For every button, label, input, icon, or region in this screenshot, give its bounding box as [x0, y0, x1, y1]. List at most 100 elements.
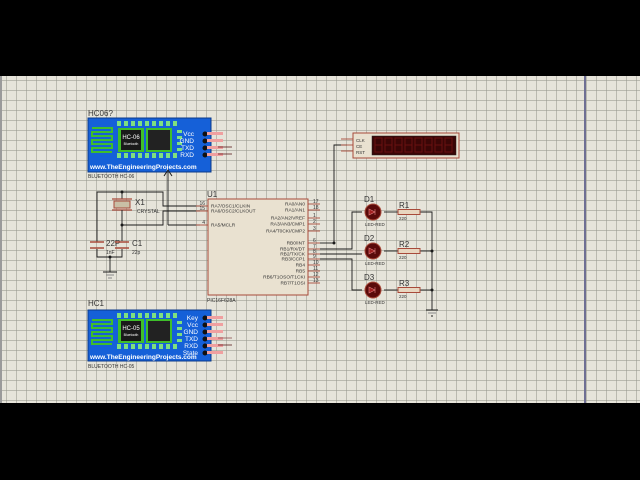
pin-number: 15	[199, 206, 205, 212]
pin-number: 1	[313, 213, 316, 219]
svg-text:TXD: TXD	[181, 145, 194, 152]
svg-text:State: State	[183, 350, 199, 357]
bt-module-hc06[interactable]: HC06? HC-06 Bluetooth Vcc GND TXD RXD ww…	[87, 109, 232, 180]
resistor-ref: R1	[399, 201, 410, 210]
pin-name: RB4	[296, 263, 306, 269]
svg-text:22P: 22P	[106, 239, 120, 248]
pin-number: 8	[313, 249, 316, 255]
display-digits	[374, 137, 453, 153]
diode-icon	[368, 286, 376, 294]
pin-name: RA6/OSC2/CLKOUT	[211, 209, 256, 215]
pin-number: 2	[313, 219, 316, 225]
pin-name: RB3/CCP1	[282, 257, 306, 263]
pin-name: RA7/OSC1/CLKIN	[211, 204, 251, 210]
svg-text:22p: 22p	[132, 250, 141, 256]
svg-text:Vcc: Vcc	[187, 322, 199, 329]
bt-bottom-ref: HC1	[88, 299, 105, 308]
resistor-ref: R3	[399, 279, 410, 288]
capacitor-22p[interactable]: 22P 1nF	[90, 239, 120, 256]
svg-text:RXD: RXD	[180, 152, 194, 159]
svg-text:PIC16F628A: PIC16F628A	[207, 298, 236, 304]
pin-name: RA4/T0CKI/CMP2	[266, 229, 305, 235]
ground-icon	[426, 309, 438, 317]
pin-number: 13	[313, 278, 319, 284]
canvas-left-border	[0, 76, 2, 403]
svg-text:U1: U1	[207, 190, 218, 199]
capacitor-c1[interactable]: C1 22p	[115, 239, 143, 256]
pin-number: 4	[202, 220, 205, 226]
arrow-up-icon	[163, 169, 173, 177]
chip-flash	[148, 130, 170, 150]
crystal-x1[interactable]: X1 CRYSTAL	[112, 198, 160, 215]
chip-hc05	[121, 321, 141, 341]
diode-icon	[368, 247, 376, 255]
pin-name: RA3/AN3/CMP1	[270, 222, 305, 228]
svg-text:TXD: TXD	[185, 336, 198, 343]
pin-number: 11	[313, 266, 318, 272]
svg-text:BLUETOOTH HC-06: BLUETOOTH HC-06	[88, 174, 135, 180]
resistor-value: 220	[399, 255, 407, 260]
svg-text:Bluetooth: Bluetooth	[124, 142, 139, 146]
pin-number: 16	[199, 201, 205, 207]
svg-text:www.TheEngineeringProjects.com: www.TheEngineeringProjects.com	[89, 354, 197, 361]
svg-text:C1: C1	[132, 239, 143, 248]
svg-text:RST: RST	[356, 150, 365, 155]
svg-text:www.TheEngineeringProjects.com: www.TheEngineeringProjects.com	[89, 164, 197, 171]
svg-text:BLUETOOTH HC-05: BLUETOOTH HC-05	[88, 364, 135, 370]
sheet-border-line	[584, 76, 586, 403]
pin-name: RA0/AN0	[285, 202, 305, 208]
pin-number: 12	[313, 272, 319, 278]
led-group: D1LED-REDR1220D2LED-REDR2220D3LED-REDR32…	[364, 195, 421, 305]
bt-module-hc05[interactable]: HC1 HC-05 Bluetooth Key Vcc GND TXD RXD …	[87, 299, 232, 370]
diode-icon	[368, 208, 376, 216]
svg-text:GND: GND	[184, 329, 199, 336]
antenna-icon	[91, 319, 113, 345]
schematic-canvas[interactable]: HC06? HC-06 Bluetooth Vcc GND TXD RXD ww…	[0, 76, 640, 403]
pin-name: RB2/TX/CK	[280, 252, 306, 258]
bt-top-pads	[117, 121, 182, 158]
pin-name: RB6/T1OSO/T1CKI	[263, 275, 305, 281]
pin-number: 10	[313, 260, 319, 266]
resistor-ref: R2	[399, 240, 410, 249]
ground-icon	[103, 271, 117, 279]
svg-text:Key: Key	[187, 315, 199, 322]
led-ref: D2	[364, 234, 375, 243]
seven-segment-display[interactable]: CLK CE RST	[341, 132, 460, 159]
resistor-r2[interactable]: R2 220	[397, 240, 421, 260]
svg-text:Vcc: Vcc	[183, 131, 195, 138]
svg-text:Bluetooth: Bluetooth	[124, 333, 139, 337]
led-ref: D3	[364, 273, 375, 282]
led-part: LED-RED	[365, 222, 386, 227]
svg-text:X1: X1	[135, 198, 145, 207]
pin-number: 9	[313, 254, 316, 260]
pin-name: RB0/INT	[287, 241, 305, 247]
svg-text:1nF: 1nF	[106, 250, 115, 256]
pin-name: RB7/T1OSI	[280, 281, 305, 287]
chip-flash	[148, 321, 170, 341]
pin-name: RB5	[296, 269, 306, 275]
svg-text:HC-05: HC-05	[122, 326, 140, 332]
bt-top-ref: HC06?	[88, 109, 113, 118]
